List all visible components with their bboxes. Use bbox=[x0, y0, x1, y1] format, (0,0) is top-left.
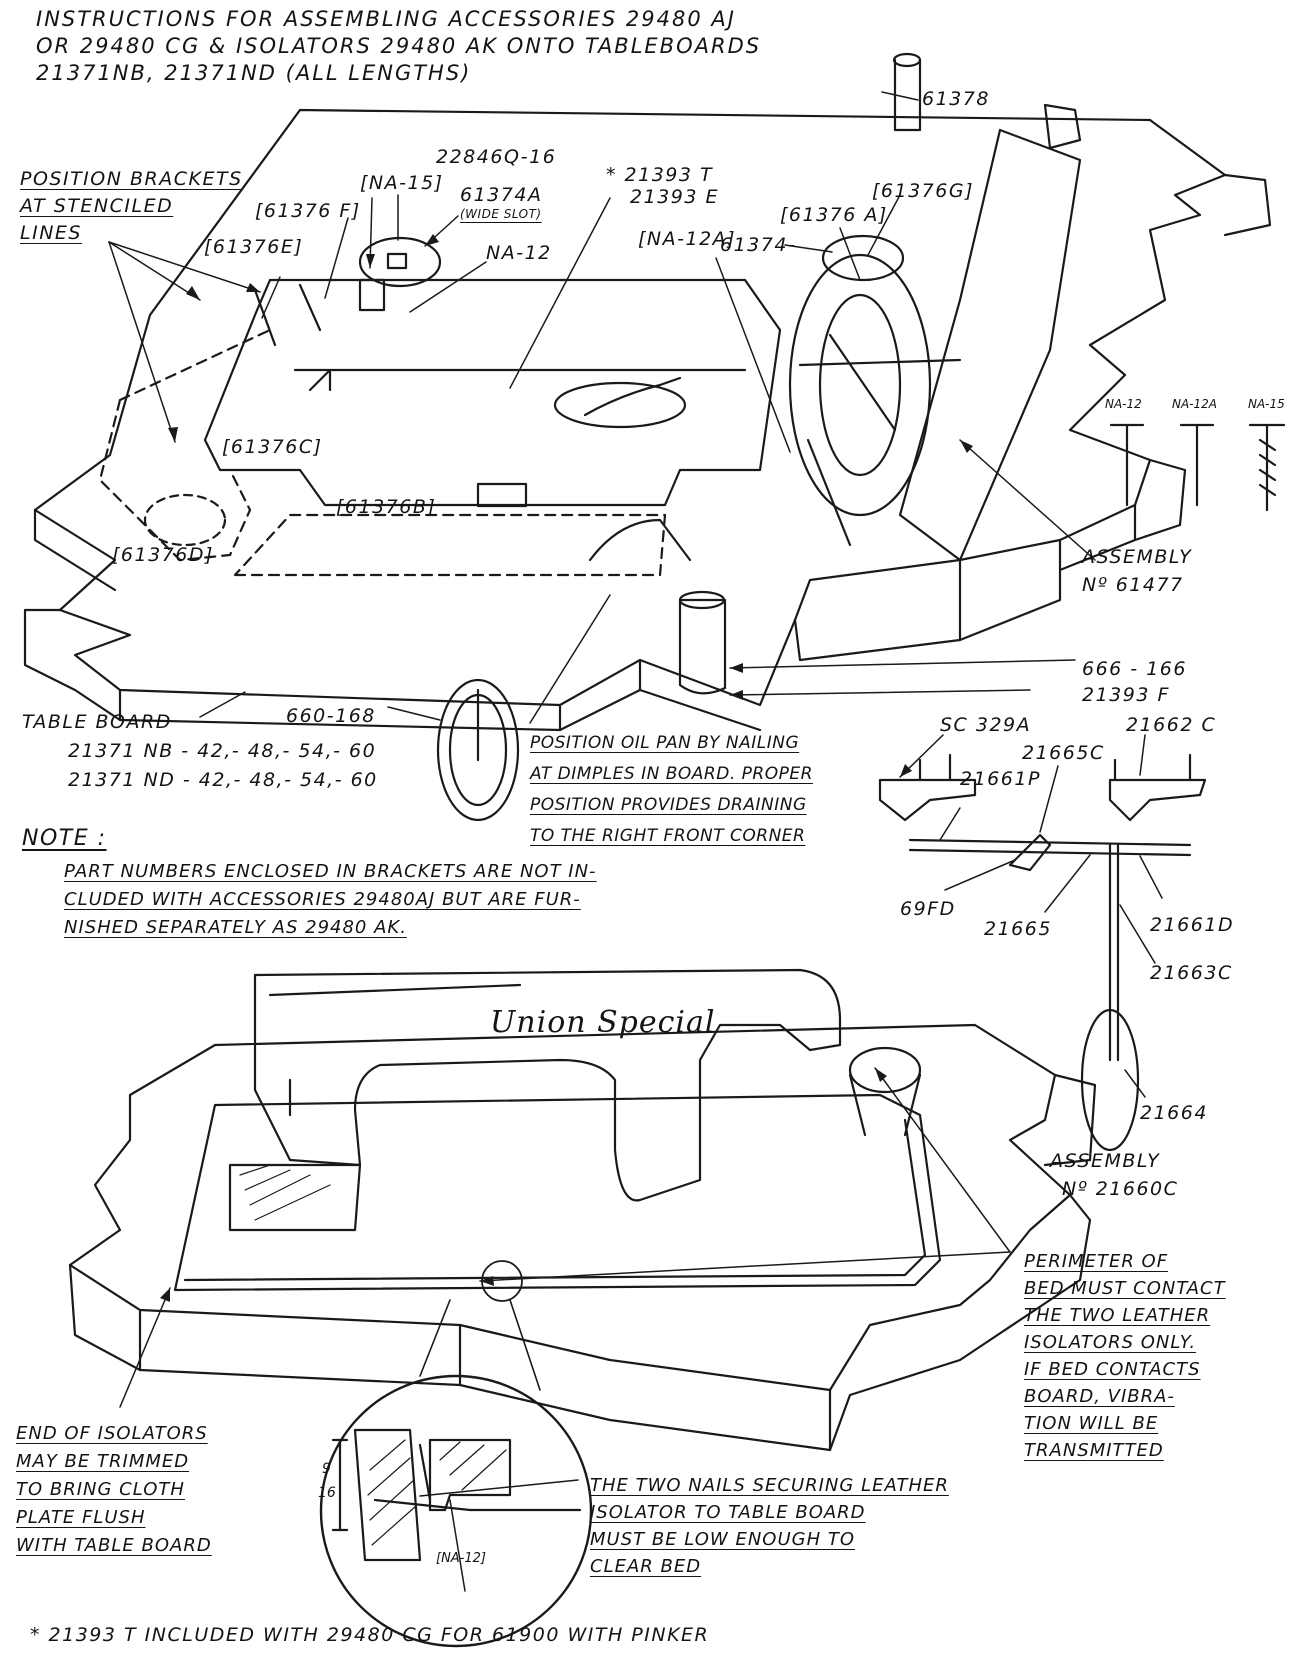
label-61376e: [61376E] bbox=[204, 236, 304, 258]
two-nails-note: THE TWO NAILS SECURING LEATHER ISOLATOR … bbox=[590, 1472, 949, 1580]
position-brackets-line-2: AT STENCILED bbox=[20, 195, 174, 217]
label-61374a: 61374A bbox=[460, 184, 543, 206]
table-board-note: TABLE BOARD 21371 NB - 42,- 48,- 54,- 60… bbox=[22, 708, 378, 795]
isolator-detail bbox=[319, 1260, 593, 1648]
note-line-2: CLUDED WITH ACCESSORIES 29480AJ BUT ARE … bbox=[64, 889, 581, 910]
note-line-1: PART NUMBERS ENCLOSED IN BRACKETS ARE NO… bbox=[64, 861, 597, 882]
end-isolators-line-2: MAY BE TRIMMED bbox=[16, 1451, 190, 1472]
label-wide-slot: (WIDE SLOT) bbox=[460, 207, 542, 221]
perimeter-line-4: ISOLATORS ONLY. bbox=[1024, 1332, 1197, 1353]
label-sc329a: SC 329A bbox=[940, 714, 1032, 736]
label-21393t: * 21393 T bbox=[606, 164, 714, 186]
two-nails-line-4: CLEAR BED bbox=[590, 1556, 702, 1577]
label-61376c: [61376C] bbox=[222, 436, 323, 458]
label-61378: 61378 bbox=[922, 88, 990, 110]
label-21393f: 21393 F bbox=[1082, 684, 1170, 706]
brand-logo-text: Union Special bbox=[490, 1005, 716, 1040]
label-21665c: 21665C bbox=[1022, 742, 1105, 764]
note-body: PART NUMBERS ENCLOSED IN BRACKETS ARE NO… bbox=[64, 858, 597, 942]
title-line-3: 21371NB, 21371ND (ALL LENGTHS) bbox=[36, 61, 472, 85]
label-na12-detail: [NA-12] bbox=[436, 1551, 486, 1566]
label-nail-na15: NA-15 bbox=[1248, 397, 1285, 411]
position-brackets-note: POSITION BRACKETS AT STENCILED LINES bbox=[20, 166, 243, 247]
two-nails-line-3: MUST BE LOW ENOUGH TO bbox=[590, 1529, 856, 1550]
perimeter-line-6: BOARD, VIBRA- bbox=[1024, 1386, 1175, 1407]
perimeter-note: PERIMETER OF BED MUST CONTACT THE TWO LE… bbox=[1024, 1248, 1226, 1464]
position-brackets-line-3: LINES bbox=[20, 222, 82, 244]
label-61376f: [61376 F] bbox=[255, 200, 361, 222]
footnote: * 21393 T INCLUDED WITH 29480 CG FOR 619… bbox=[30, 1624, 710, 1646]
label-666-166: 666 - 166 bbox=[1082, 658, 1187, 680]
label-assembly-61477: ASSEMBLY bbox=[1082, 546, 1193, 568]
dimension-denominator: 16 bbox=[318, 1485, 336, 1501]
position-brackets-line-1: POSITION BRACKETS bbox=[20, 168, 243, 190]
label-assembly-21660c: ASSEMBLY bbox=[1050, 1150, 1161, 1172]
two-nails-line-2: ISOLATOR TO TABLE BOARD bbox=[590, 1502, 866, 1523]
diagram-title: INSTRUCTIONS FOR ASSEMBLING ACCESSORIES … bbox=[36, 6, 761, 87]
end-isolators-note: END OF ISOLATORS MAY BE TRIMMED TO BRING… bbox=[16, 1420, 212, 1560]
perimeter-line-1: PERIMETER OF bbox=[1024, 1251, 1169, 1272]
label-assembly-61477-no: Nº 61477 bbox=[1082, 574, 1184, 596]
label-nail-na12: NA-12 bbox=[1105, 397, 1142, 411]
perimeter-line-8: TRANSMITTED bbox=[1024, 1440, 1164, 1461]
end-isolators-line-3: TO BRING CLOTH bbox=[16, 1479, 185, 1500]
label-21393e: 21393 E bbox=[630, 186, 719, 208]
note-line-3: NISHED SEPARATELY AS 29480 AK. bbox=[64, 917, 407, 938]
label-21665: 21665 bbox=[984, 918, 1052, 940]
label-61374: 61374- bbox=[720, 234, 797, 256]
table-board-bottom bbox=[68, 968, 1097, 1452]
title-line-2: OR 29480 CG & ISOLATORS 29480 AK ONTO TA… bbox=[36, 34, 762, 58]
perimeter-line-7: TION WILL BE bbox=[1024, 1413, 1159, 1434]
title-line-1: INSTRUCTIONS FOR ASSEMBLING ACCESSORIES … bbox=[36, 7, 736, 31]
two-nails-line-1: THE TWO NAILS SECURING LEATHER bbox=[590, 1475, 949, 1496]
label-21664: 21664 bbox=[1140, 1102, 1208, 1124]
label-21663c: 21663C bbox=[1150, 962, 1233, 984]
perimeter-line-2: BED MUST CONTACT bbox=[1024, 1278, 1226, 1299]
label-assembly-21660c-no: Nº 21660C bbox=[1062, 1178, 1179, 1200]
end-isolators-line-5: WITH TABLE BOARD bbox=[16, 1535, 212, 1556]
label-69fd: 69FD bbox=[900, 898, 956, 920]
label-21661d: 21661D bbox=[1150, 914, 1235, 936]
label-na12a: [NA-12A] bbox=[638, 228, 737, 250]
label-61376b: [61376B] bbox=[336, 496, 437, 518]
oil-pan-line-2: AT DIMPLES IN BOARD. PROPER bbox=[530, 764, 813, 784]
table-board-line-1: TABLE BOARD bbox=[22, 711, 172, 733]
oil-pan-line-3: POSITION PROVIDES DRAINING bbox=[530, 795, 807, 815]
label-61376a: [61376 A] bbox=[780, 204, 888, 226]
label-21661p: 21661P bbox=[960, 768, 1041, 790]
perimeter-line-3: THE TWO LEATHER bbox=[1024, 1305, 1211, 1326]
label-61376g: [61376G] bbox=[872, 180, 974, 202]
label-na12: NA-12 bbox=[486, 242, 552, 264]
oil-pan-line-1: POSITION OIL PAN BY NAILING bbox=[530, 733, 800, 753]
label-61376d: [61376D] bbox=[112, 544, 214, 566]
label-660-168: 660-168 bbox=[286, 705, 376, 727]
end-isolators-line-4: PLATE FLUSH bbox=[16, 1507, 146, 1528]
perimeter-line-5: IF BED CONTACTS bbox=[1024, 1359, 1201, 1380]
dimension-numerator: 9 bbox=[322, 1461, 331, 1477]
table-board-line-2: 21371 NB - 42,- 48,- 54,- 60 bbox=[68, 740, 377, 762]
table-board-line-3: 21371 ND - 42,- 48,- 54,- 60 bbox=[68, 769, 378, 791]
label-22846q16: 22846Q-16 bbox=[436, 146, 557, 168]
oil-pan-note: POSITION OIL PAN BY NAILING AT DIMPLES I… bbox=[530, 728, 813, 852]
label-21662c: 21662 C bbox=[1126, 714, 1217, 736]
label-na15: [NA-15] bbox=[360, 172, 444, 194]
oil-pan-line-4: TO THE RIGHT FRONT CORNER bbox=[530, 826, 806, 846]
end-isolators-line-1: END OF ISOLATORS bbox=[16, 1423, 208, 1444]
label-nail-na12a: NA-12A bbox=[1172, 397, 1217, 411]
note-heading: NOTE : bbox=[22, 826, 107, 851]
knee-lifter-assembly bbox=[878, 753, 1207, 1152]
